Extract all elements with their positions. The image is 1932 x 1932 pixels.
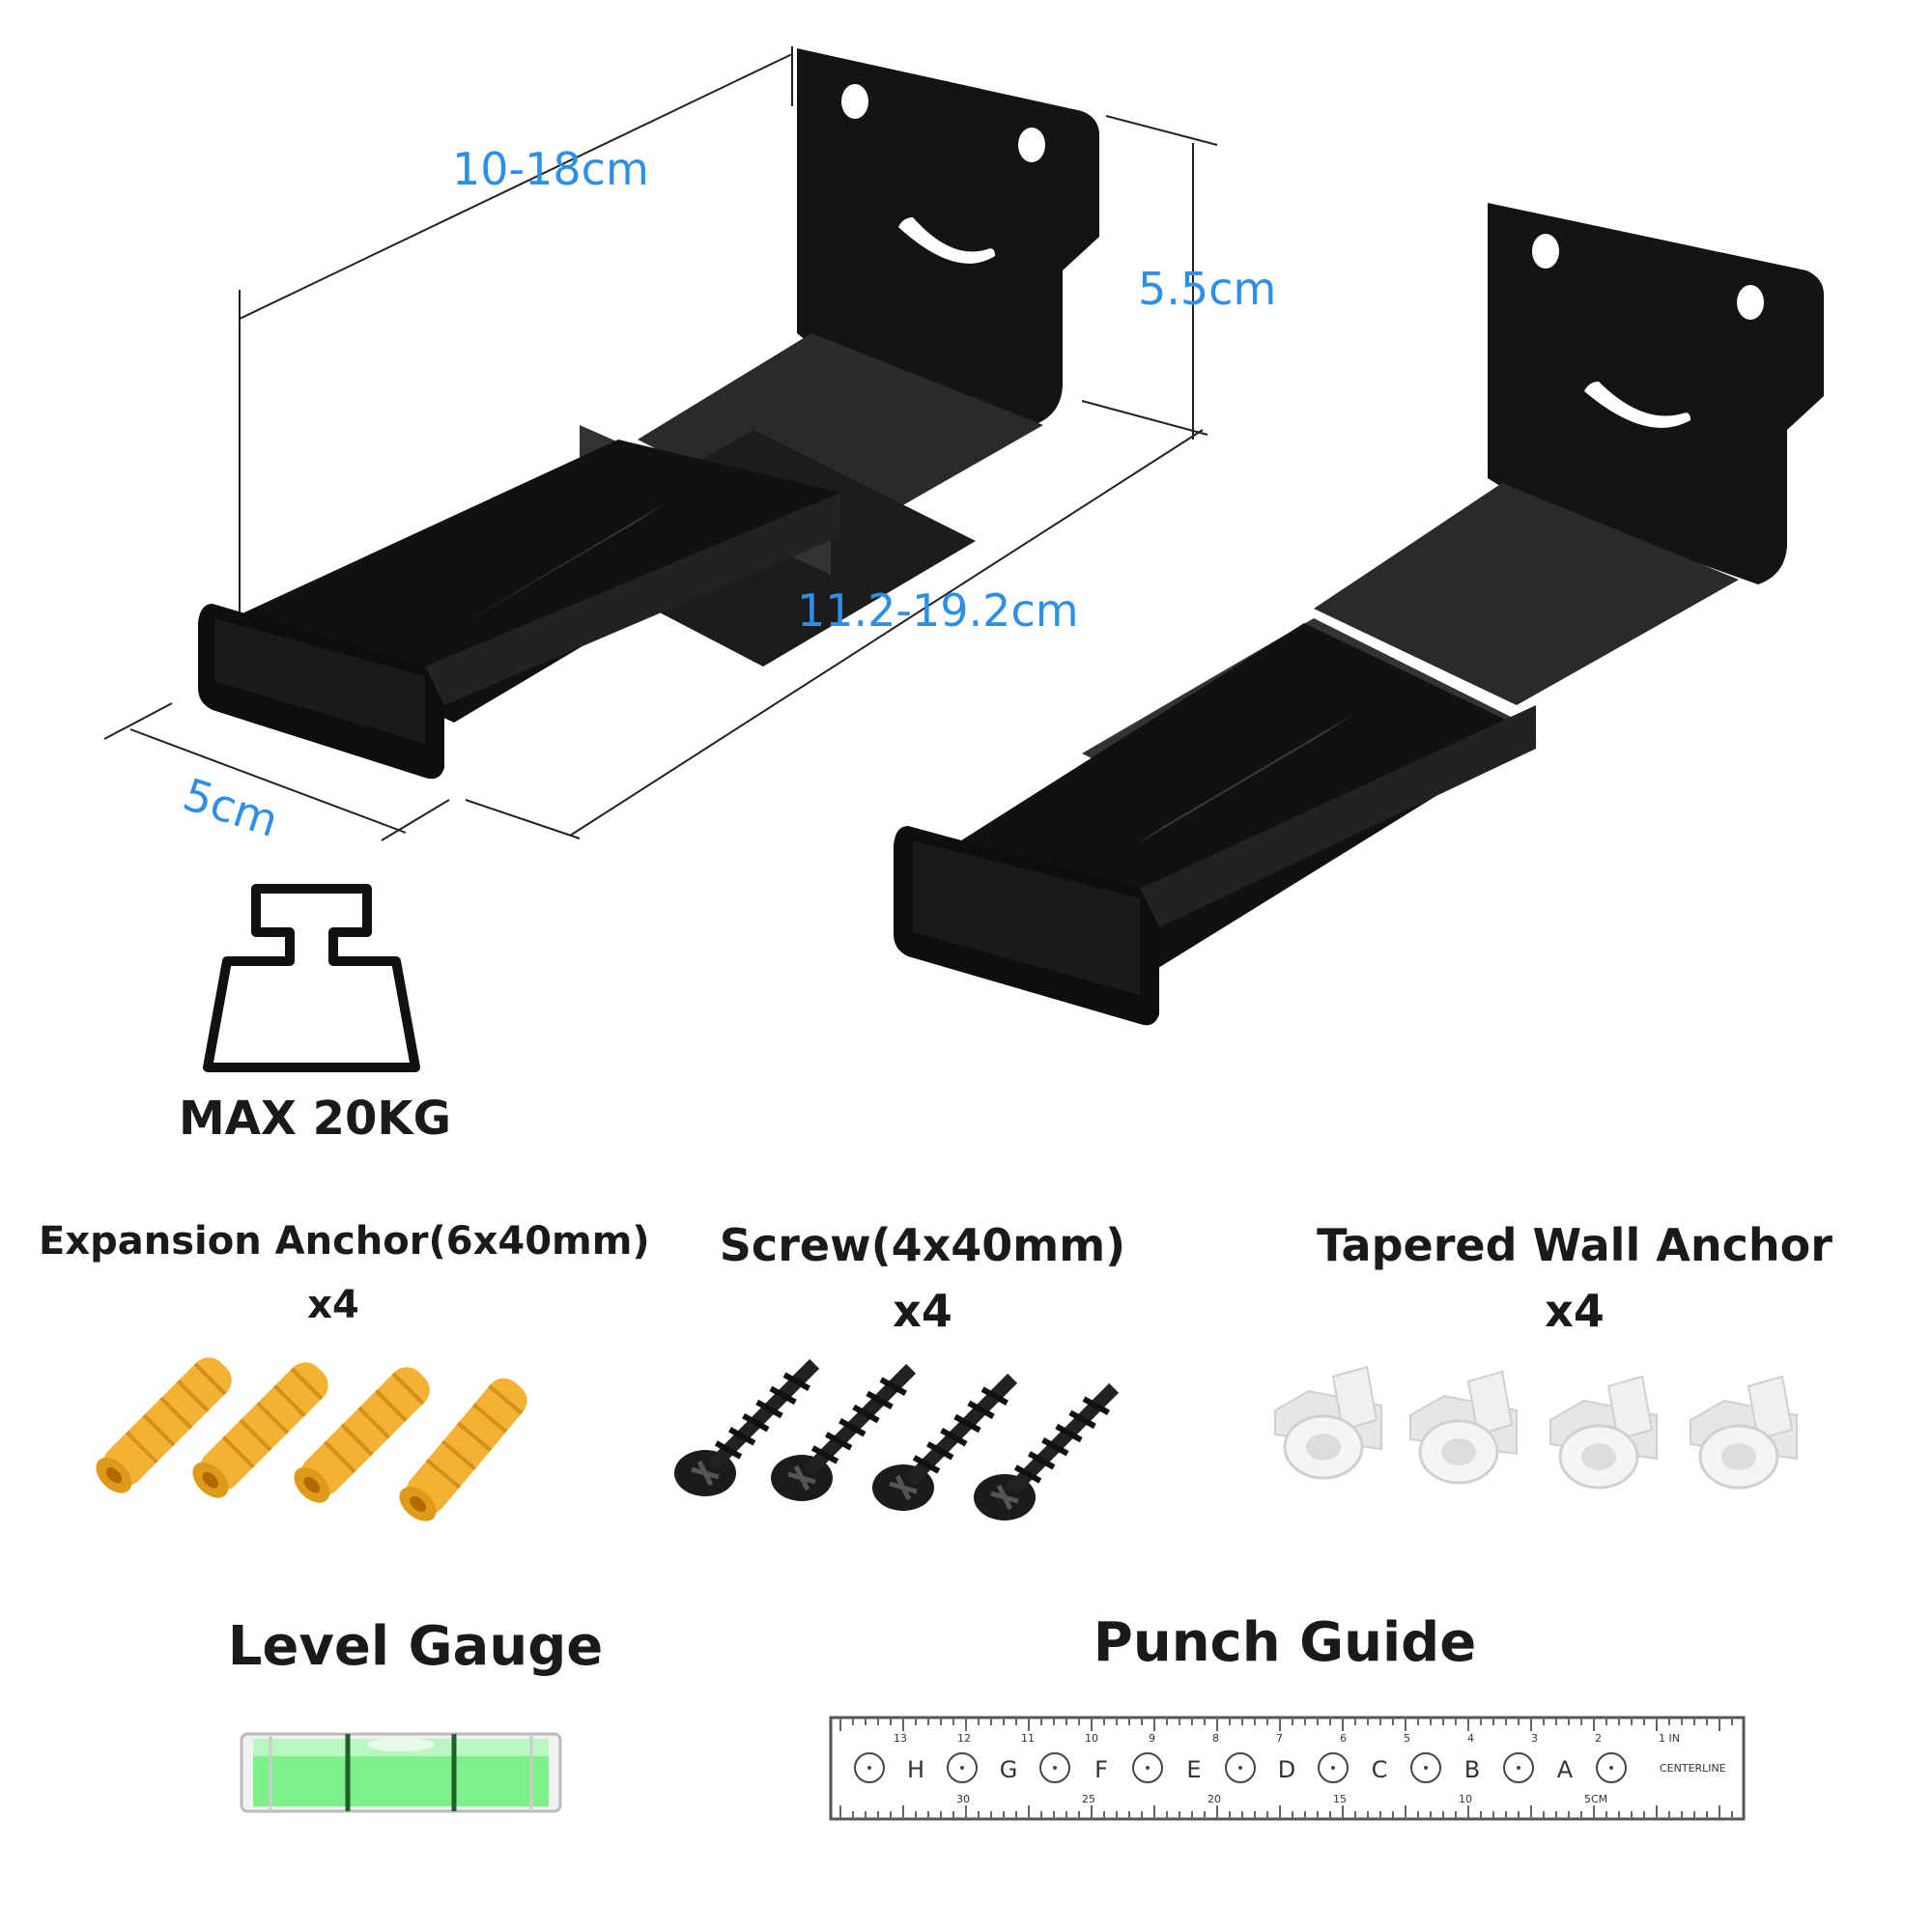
ruler-letter: C: [1372, 1756, 1388, 1783]
tapered-anchor-icon: [1274, 1365, 1382, 1480]
max-load-label: MAX 20KG: [179, 1092, 452, 1146]
ruler-top-number: 5: [1404, 1732, 1410, 1745]
ruler-hole: [947, 1752, 978, 1783]
ruler-bottom-number: 25: [1082, 1793, 1095, 1805]
ruler-bottom-number: 10: [1459, 1793, 1472, 1805]
ruler-letter: D: [1278, 1756, 1295, 1783]
ruler-top-number: 1 IN: [1659, 1732, 1680, 1745]
ruler-hole: [1503, 1752, 1534, 1783]
ruler-hole: [1039, 1752, 1070, 1783]
ruler-letter: E: [1186, 1756, 1201, 1783]
ruler-top-number: 13: [894, 1732, 907, 1745]
screw-qty: x4: [893, 1285, 952, 1337]
ruler-holes: [854, 1752, 1627, 1783]
ruler-hole: [1410, 1752, 1441, 1783]
bracket-right: [894, 203, 1824, 1026]
ruler-hole: [1132, 1752, 1163, 1783]
ruler-top-number: 2: [1595, 1732, 1602, 1745]
level-gauge-title: Level Gauge: [227, 1615, 604, 1678]
ruler-bottom-number: 5CM: [1584, 1793, 1607, 1805]
dimension-lines: [103, 46, 1218, 841]
ruler-letter: F: [1094, 1756, 1108, 1783]
ruler-letter: H: [907, 1756, 924, 1783]
ruler-hole-center: [1517, 1766, 1520, 1770]
bracket-left: [198, 48, 1099, 780]
ruler-bottom-number: 20: [1208, 1793, 1221, 1805]
ruler-hole-center: [960, 1766, 964, 1770]
ruler-top-number: 3: [1531, 1732, 1538, 1745]
ruler-hole: [1596, 1752, 1627, 1783]
screw-icon: [674, 1358, 820, 1496]
ruler-top-number: 7: [1276, 1732, 1283, 1745]
ruler-top-number: 8: [1212, 1732, 1219, 1745]
punch-guide-title: Punch Guide: [1093, 1611, 1477, 1674]
expansion-anchor-icon: [399, 1378, 527, 1521]
level-gauge-icon: [240, 1732, 562, 1813]
ruler-hole-center: [1609, 1766, 1613, 1770]
ruler-hole: [1225, 1752, 1256, 1783]
expansion-anchor-icon: [192, 1362, 328, 1498]
ruler-hole-center: [1053, 1766, 1057, 1770]
dimension-length-label: 10-18cm: [452, 143, 649, 195]
ruler-hole-center: [867, 1766, 871, 1770]
ruler-top-number: 11: [1021, 1732, 1035, 1745]
expansion-anchor-qty: x4: [307, 1283, 359, 1327]
ruler-top-number: 9: [1149, 1732, 1155, 1745]
ruler-letter: B: [1464, 1756, 1480, 1783]
tapered-anchors: [1274, 1365, 1798, 1490]
ruler-hole-center: [1424, 1766, 1428, 1770]
tapered-anchor-title: Tapered Wall Anchor: [1317, 1219, 1833, 1271]
ruler-bottom-numbers: 30 25 20 15 10 5CM: [956, 1793, 1607, 1805]
expansion-anchor-icon: [294, 1367, 430, 1503]
ruler-hole-center: [1331, 1766, 1335, 1770]
screws: [674, 1358, 1120, 1520]
tapered-anchor-icon: [1409, 1370, 1518, 1485]
screw-icon: [974, 1382, 1120, 1520]
expansion-anchor-icon: [96, 1357, 232, 1493]
ruler-top-numbers: 13 12 11 10 9 8 7 6 5 4 3 2 1 IN: [894, 1732, 1680, 1745]
ruler-top-number: 6: [1340, 1732, 1347, 1745]
weight-icon: [203, 884, 420, 1072]
expansion-anchor-title: Expansion Anchor(6x40mm): [39, 1219, 650, 1264]
ruler-hole-center: [1238, 1766, 1242, 1770]
ruler-letter: A: [1557, 1756, 1574, 1783]
tapered-anchor-icon: [1690, 1375, 1798, 1490]
tapered-anchor-icon: [1549, 1375, 1658, 1490]
ruler-hole: [1318, 1752, 1349, 1783]
screw-title: Screw(4x40mm): [719, 1219, 1126, 1271]
screw-icon: [771, 1363, 917, 1501]
ruler-bottom-number: 30: [956, 1793, 970, 1805]
ruler-hole: [854, 1752, 885, 1783]
punch-guide-ruler: H G F E D C B A 13 12 11 10 9 8 7 6 5 4 3 2 1 IN 30 25 20 15 10…: [829, 1716, 1746, 1821]
screw-icon: [872, 1373, 1018, 1511]
tapered-anchor-qty: x4: [1545, 1285, 1605, 1337]
ruler-letter: G: [1000, 1756, 1018, 1783]
dimension-height-label: 5.5cm: [1138, 263, 1277, 315]
expansion-anchors: [96, 1357, 527, 1521]
centerline-label: CENTERLINE: [1660, 1762, 1726, 1775]
ruler-top-number: 4: [1467, 1732, 1474, 1745]
ruler-bottom-number: 15: [1333, 1793, 1347, 1805]
ruler-top-number: 10: [1085, 1732, 1098, 1745]
ruler-hole-center: [1146, 1766, 1150, 1770]
dimension-extension-label: 11.2-19.2cm: [797, 584, 1079, 637]
ruler-top-number: 12: [957, 1732, 971, 1745]
